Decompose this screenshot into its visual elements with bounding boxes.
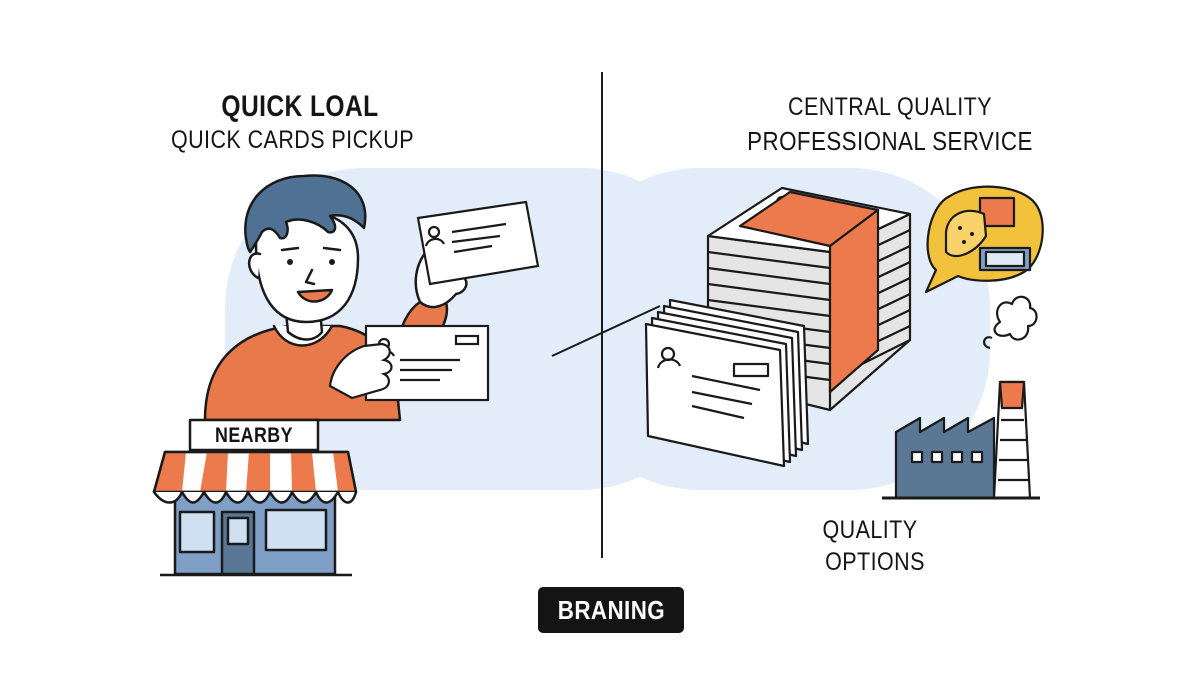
- right-subheading: PROFESSIONAL SERVICE: [747, 126, 1033, 156]
- business-card-held: [328, 324, 490, 402]
- branding-badge: BRANING: [538, 587, 684, 633]
- right-heading: CENTRAL QUALITY: [788, 93, 992, 121]
- card-stack-icon: [644, 186, 912, 468]
- left-subheading: QUICK CARDS PICKUP: [170, 126, 415, 154]
- quality-label-line2: OPTIONS: [825, 548, 925, 576]
- left-heading: QUICK LOAL: [221, 90, 379, 123]
- person-icon: [203, 174, 468, 422]
- store-icon: [152, 418, 358, 577]
- business-card-raised: [416, 200, 540, 286]
- quality-label-line1: QUALITY: [822, 516, 918, 544]
- speech-bubble-icon: [924, 185, 1044, 294]
- store-sign: NEARBY: [215, 424, 293, 447]
- factory-icon: [882, 295, 1040, 500]
- branding-badge-label: BRANING: [557, 594, 665, 625]
- connector-line: [551, 305, 661, 357]
